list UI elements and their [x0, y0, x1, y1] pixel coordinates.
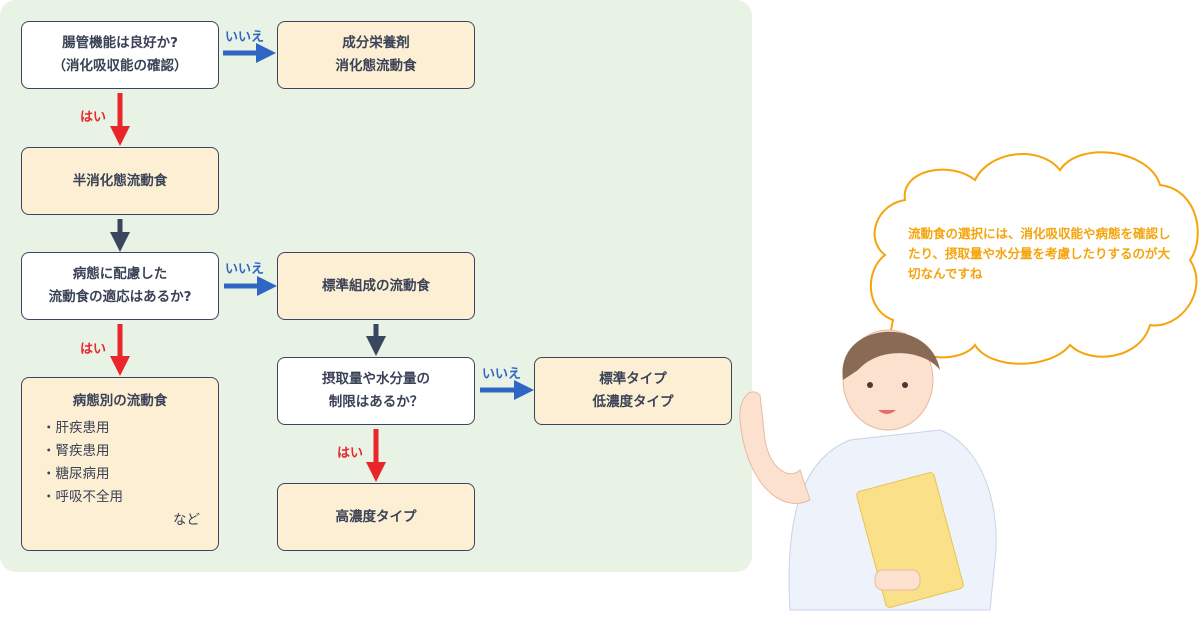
- node-title: 病態別の流動食: [72, 393, 168, 409]
- node-text: （消化吸収能の確認）: [52, 58, 188, 74]
- list-item: ・呼吸不全用: [42, 489, 123, 505]
- yes-label: はい: [80, 110, 107, 125]
- node-text: 標準組成の流動食: [322, 277, 430, 294]
- no-label: いいえ: [225, 262, 265, 277]
- disease-list: ・肝疾患用 ・腎疾患用 ・糖尿病用 ・呼吸不全用: [42, 417, 123, 509]
- node-text: 成分栄養剤: [342, 35, 410, 51]
- question-digestive-function: 腸管機能は良好か? （消化吸収能の確認）: [21, 21, 219, 89]
- node-text: 低濃度タイプ: [592, 394, 674, 410]
- speech-bubble: [870, 151, 1199, 365]
- node-text: 病態に配慮した: [72, 266, 168, 282]
- yes-label: はい: [337, 446, 364, 461]
- result-disease-specific: 病態別の流動食 ・肝疾患用 ・腎疾患用 ・糖尿病用 ・呼吸不全用 など: [21, 377, 219, 551]
- list-item: ・糖尿病用: [42, 466, 110, 482]
- node-text: 消化態流動食: [335, 58, 417, 74]
- no-label: いいえ: [225, 30, 265, 45]
- node-text: 半消化態流動食: [72, 172, 168, 189]
- node-text: 標準タイプ: [599, 371, 667, 387]
- question-intake-restriction: 摂取量や水分量の制限はあるか？: [277, 357, 475, 425]
- yes-label: はい: [80, 342, 107, 357]
- result-semi-digested: 半消化態流動食: [21, 147, 219, 215]
- no-label: いいえ: [482, 367, 522, 382]
- etc-text: など: [173, 512, 200, 528]
- result-elemental-diet: 成分栄養剤消化態流動食: [277, 21, 475, 89]
- result-standard-type: 標準タイプ低濃度タイプ: [534, 357, 732, 425]
- node-text: 腸管機能は良好か?: [62, 35, 178, 51]
- list-item: ・肝疾患用: [42, 420, 110, 436]
- node-text: 摂取量や水分量の: [322, 371, 430, 387]
- speech-bubble-text: 流動食の選択には、消化吸収能や病態を確認したり、摂取量や水分量を考慮したりするの…: [908, 226, 1171, 281]
- node-text: 高濃度タイプ: [335, 508, 417, 525]
- question-disease-specific: 病態に配慮した流動食の適応はあるか?: [21, 252, 219, 320]
- node-text: 流動食の適応はあるか?: [48, 289, 192, 305]
- node-text: 制限はあるか？: [328, 394, 424, 410]
- result-standard-composition: 標準組成の流動食: [277, 252, 475, 320]
- nurse-illustration: [739, 329, 997, 611]
- result-high-concentration: 高濃度タイプ: [277, 483, 475, 551]
- list-item: ・腎疾患用: [42, 443, 110, 459]
